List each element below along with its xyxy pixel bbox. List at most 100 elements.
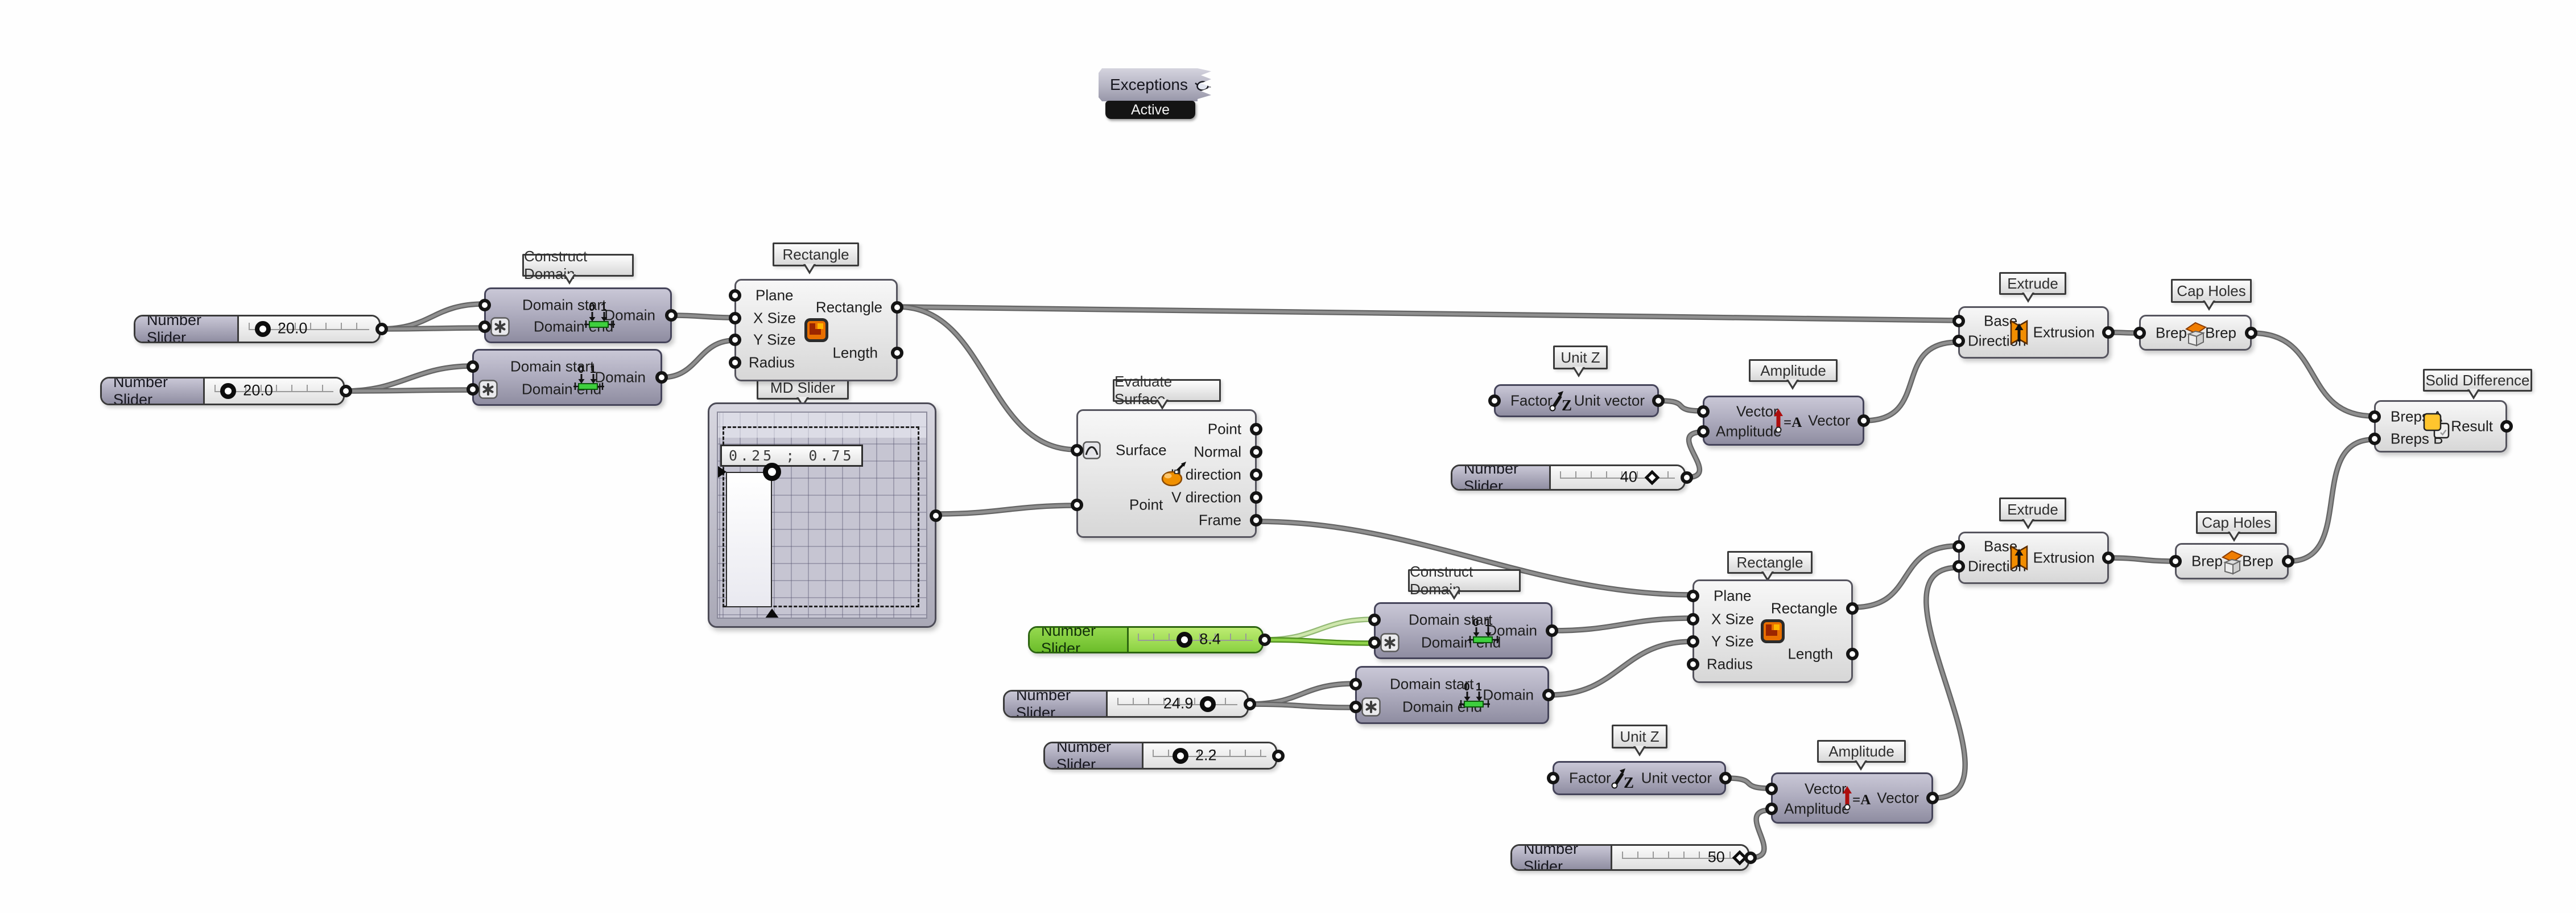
output-port[interactable]	[1250, 468, 1262, 481]
input-port[interactable]	[1952, 560, 1965, 573]
output-port[interactable]	[1846, 648, 1859, 661]
output-port[interactable]	[2102, 326, 2115, 339]
output-port[interactable]	[1681, 471, 1693, 484]
input-port[interactable]	[1547, 772, 1559, 784]
wire[interactable]	[1684, 430, 1704, 479]
wire[interactable]	[935, 504, 1078, 516]
input-port[interactable]	[478, 320, 491, 334]
ring-handle[interactable]	[254, 321, 271, 337]
input-port[interactable]	[729, 312, 741, 325]
wire[interactable]	[1851, 544, 1960, 609]
wire[interactable]	[379, 326, 486, 331]
wire[interactable]	[1247, 702, 1357, 709]
wire[interactable]	[1925, 566, 1967, 800]
output-port[interactable]	[2500, 420, 2513, 433]
output-port[interactable]	[1250, 513, 1262, 527]
output-port[interactable]	[1258, 634, 1271, 646]
output-port[interactable]	[1719, 772, 1732, 784]
output-port[interactable]	[1272, 749, 1285, 762]
md-handle[interactable]	[762, 462, 781, 481]
wire[interactable]	[2107, 556, 2177, 563]
ring-handle[interactable]	[1172, 747, 1188, 764]
output-port[interactable]	[2102, 552, 2115, 564]
input-port[interactable]	[1368, 636, 1381, 649]
input-port[interactable]	[1071, 499, 1083, 511]
input-port[interactable]	[1349, 701, 1362, 714]
output-port[interactable]	[1652, 394, 1665, 407]
slider-track[interactable]: 2.2	[1143, 743, 1275, 768]
wire[interactable]	[1551, 616, 1694, 632]
slider-track[interactable]: 8.4	[1129, 628, 1262, 652]
ring-handle[interactable]	[1176, 632, 1193, 648]
output-port[interactable]	[1926, 792, 1939, 804]
output-port[interactable]	[891, 347, 903, 360]
wire[interactable]	[1724, 776, 1773, 790]
wire[interactable]	[1262, 638, 1376, 645]
input-port[interactable]	[1687, 635, 1699, 648]
slider-track[interactable]: 40	[1551, 466, 1684, 489]
input-port[interactable]	[2368, 410, 2381, 423]
input-port[interactable]	[1952, 335, 1965, 348]
input-port[interactable]	[467, 360, 479, 373]
input-port[interactable]	[1697, 425, 1710, 438]
input-port[interactable]	[2368, 432, 2381, 445]
input-port[interactable]	[1488, 394, 1501, 407]
input-port[interactable]	[1687, 658, 1699, 671]
output-port[interactable]	[1744, 851, 1757, 864]
input-port[interactable]	[1687, 612, 1699, 626]
wire[interactable]	[660, 339, 736, 379]
wire[interactable]	[670, 314, 736, 319]
output-port[interactable]	[891, 301, 903, 314]
output-port[interactable]	[655, 371, 668, 384]
output-port[interactable]	[1846, 602, 1859, 615]
wire[interactable]	[896, 305, 1960, 322]
output-port[interactable]	[930, 509, 942, 522]
wire[interactable]	[2250, 331, 2376, 418]
input-port[interactable]	[1697, 405, 1710, 418]
ring-handle[interactable]	[220, 383, 237, 399]
input-port[interactable]	[729, 289, 741, 302]
input-port[interactable]	[478, 298, 491, 311]
output-port[interactable]	[1546, 624, 1558, 637]
input-port[interactable]	[1349, 677, 1362, 690]
wire[interactable]	[1547, 640, 1694, 697]
slider-track[interactable]: 20.0	[205, 379, 343, 404]
output-port[interactable]	[1250, 423, 1262, 436]
output-port[interactable]	[375, 323, 388, 335]
output-port[interactable]	[1250, 445, 1262, 458]
output-port[interactable]	[1244, 697, 1256, 710]
wire[interactable]	[1255, 520, 1694, 597]
wire[interactable]	[1748, 808, 1773, 859]
output-port[interactable]	[665, 309, 678, 322]
output-port[interactable]	[2245, 326, 2257, 339]
input-port[interactable]	[2169, 555, 2182, 567]
slider-track[interactable]: 24.9	[1108, 692, 1247, 716]
input-port[interactable]	[1952, 315, 1965, 328]
input-port[interactable]	[1368, 614, 1381, 627]
wire[interactable]	[1863, 340, 1960, 422]
ring-handle[interactable]	[1200, 696, 1216, 712]
input-port[interactable]	[729, 356, 741, 369]
input-port[interactable]	[1765, 783, 1778, 796]
